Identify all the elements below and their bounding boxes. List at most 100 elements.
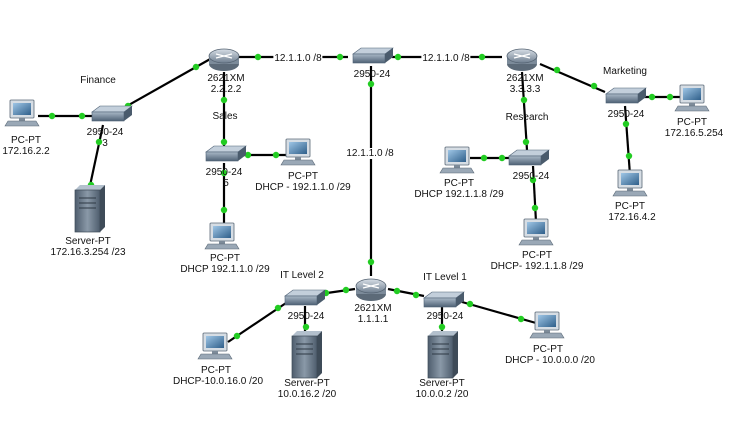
switch-finance-model: 2950-24 — [86, 127, 124, 138]
pc-finance-addr: 172.16.2.2 — [2, 146, 50, 157]
router-r2[interactable] — [208, 48, 240, 71]
pc-it1-addr: DHCP - 10.0.0.0 /20 — [505, 355, 595, 366]
router-r3-model: 2621XM — [506, 73, 544, 84]
port-up-indicator — [78, 112, 86, 120]
port-up-indicator — [412, 291, 420, 299]
server-it2-type: Server-PT — [284, 378, 330, 389]
links — [38, 55, 680, 343]
switch-marketing[interactable] — [605, 87, 647, 104]
pc-marketing-2[interactable] — [612, 169, 648, 197]
switch-research[interactable] — [508, 149, 550, 166]
port-up-indicator — [254, 53, 262, 61]
port-up-indicator — [498, 154, 506, 162]
switch-finance[interactable] — [91, 105, 133, 122]
server-finance[interactable] — [74, 185, 105, 233]
router-r1-ip: 1.1.1.1 — [357, 314, 389, 325]
server-it1[interactable] — [427, 331, 458, 379]
pc-marketing2-type: PC-PT — [615, 201, 645, 212]
port-up-indicator — [625, 152, 633, 160]
pc-marketing-type: PC-PT — [677, 117, 707, 128]
switch-sales-model: 2950-24 — [205, 167, 243, 178]
server-it2-addr: 10.0.16.2 /20 — [277, 389, 337, 400]
port-up-indicator — [220, 138, 228, 146]
pc-research2-addr: DHCP- 192.1.1.8 /29 — [490, 261, 584, 272]
port-up-indicator — [393, 287, 401, 295]
router-r3[interactable] — [506, 48, 538, 71]
pc-it2-addr: DHCP-10.0.16.0 /20 — [172, 376, 264, 387]
port-up-indicator — [95, 138, 103, 146]
port-up-indicator — [367, 258, 375, 266]
server-finance-addr: 172.16.3.254 /23 — [50, 247, 126, 258]
router-r3-ip: 3.3.3.3 — [509, 84, 541, 95]
port-up-indicator — [531, 204, 539, 212]
server-it2[interactable] — [291, 331, 322, 379]
pc-finance-type: PC-PT — [11, 135, 41, 146]
switch-core-model: 2950-24 — [353, 69, 391, 80]
switch-it2[interactable] — [284, 289, 326, 306]
pc-sales2-type: PC-PT — [210, 253, 240, 264]
port-up-indicator — [553, 66, 561, 74]
port-up-indicator — [244, 151, 252, 159]
switch-it1[interactable] — [423, 291, 465, 308]
port-up-indicator — [342, 286, 350, 294]
pc-it1[interactable] — [529, 311, 565, 339]
switch-core[interactable] — [352, 47, 394, 64]
pc-research[interactable] — [439, 146, 475, 174]
port-up-indicator — [529, 176, 537, 184]
port-up-indicator — [666, 93, 674, 101]
port-up-indicator — [478, 53, 486, 61]
lan-name-sales: Sales — [212, 111, 238, 122]
pc-it2-type: PC-PT — [201, 365, 231, 376]
port-up-indicator — [520, 96, 528, 104]
port-up-indicator — [438, 323, 446, 331]
pc-research-2[interactable] — [518, 218, 554, 246]
port-up-indicator — [220, 206, 228, 214]
port-up-indicator — [590, 82, 598, 90]
pc-marketing2-addr: 172.16.4.2 — [608, 212, 656, 223]
port-up-indicator — [367, 80, 375, 88]
port-up-indicator — [48, 112, 56, 120]
switch-finance-port: 3 — [102, 138, 108, 149]
switch-it1-model: 2950-24 — [426, 311, 464, 322]
lan-name-it2: IT Level 2 — [280, 270, 324, 281]
lan-name-research: Research — [505, 112, 549, 123]
pc-marketing-addr: 172.16.5.254 — [664, 128, 724, 139]
pc-sales-type: PC-PT — [288, 171, 318, 182]
pc-sales-2[interactable] — [204, 222, 240, 250]
switch-marketing-model: 2950-24 — [607, 109, 645, 120]
port-up-indicator — [302, 323, 310, 331]
switch-it2-model: 2950-24 — [287, 311, 325, 322]
link-label-core-r3: 12.1.1.0 /8 — [421, 53, 471, 64]
lan-name-marketing: Marketing — [603, 66, 647, 77]
pc-research2-type: PC-PT — [522, 250, 552, 261]
lan-name-finance: Finance — [80, 75, 116, 86]
router-r1-model: 2621XM — [354, 303, 392, 314]
pc-research-addr: DHCP 192.1.1.8 /29 — [414, 189, 504, 200]
port-up-indicator — [220, 169, 228, 177]
port-up-indicator — [522, 138, 530, 146]
switch-sales[interactable] — [205, 145, 247, 162]
link-it1-switch-pc — [461, 300, 537, 325]
link-label-r2-core: 12.1.1.0 /8 — [273, 53, 323, 64]
server-finance-type: Server-PT — [65, 236, 111, 247]
port-up-indicator — [220, 96, 228, 104]
pc-finance[interactable] — [4, 99, 40, 127]
pc-it1-type: PC-PT — [533, 344, 563, 355]
link-r3-research-switch — [520, 71, 529, 151]
port-up-indicator — [233, 332, 241, 340]
port-up-indicator — [622, 120, 630, 128]
port-up-indicator — [394, 53, 402, 61]
port-up-indicator — [648, 93, 656, 101]
link-research-switch-pc2 — [531, 165, 538, 223]
port-up-indicator — [274, 304, 282, 312]
pc-research-type: PC-PT — [444, 178, 474, 189]
server-it1-addr: 10.0.0.2 /20 — [415, 389, 469, 400]
pc-marketing[interactable] — [674, 84, 710, 112]
pc-sales[interactable] — [280, 138, 316, 166]
port-up-indicator — [517, 315, 525, 323]
pc-sales2-addr: DHCP 192.1.1.0 /29 — [180, 264, 270, 275]
pc-it2[interactable] — [197, 332, 233, 360]
switch-research-model: 2950-24 — [512, 171, 550, 182]
router-r1[interactable] — [355, 278, 387, 301]
